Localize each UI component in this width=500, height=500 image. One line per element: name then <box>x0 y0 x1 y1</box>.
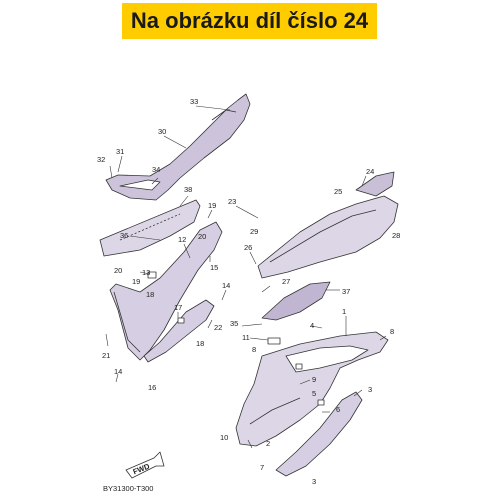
callout: 15 <box>210 263 218 272</box>
part-1-shape <box>235 331 389 447</box>
callout: 14 <box>222 281 230 290</box>
callout: 25 <box>334 187 342 196</box>
callout: 18 <box>196 339 204 348</box>
part-37-shape <box>261 281 331 321</box>
diagram-code: BY31300-T300 <box>103 484 154 493</box>
callout: 3 <box>312 477 316 486</box>
callout: 27 <box>282 277 290 286</box>
callout: 5 <box>312 389 316 398</box>
callout: 19 <box>208 201 216 210</box>
callout: 8 <box>390 327 394 336</box>
callout: 8 <box>252 345 256 354</box>
callout: 2 <box>266 439 270 448</box>
callout: 26 <box>244 243 252 252</box>
part-30-shape <box>105 93 251 201</box>
callout: 36 <box>120 231 128 240</box>
callout: 18 <box>146 290 154 299</box>
callout: 31 <box>116 147 124 156</box>
callout: 33 <box>190 97 198 106</box>
callout: 23 <box>228 197 236 206</box>
callout: 19 <box>132 277 140 286</box>
part-38-shape <box>99 199 201 257</box>
callout: 35 <box>230 319 238 328</box>
callout: 30 <box>158 127 166 136</box>
callout: 16 <box>148 383 156 392</box>
callout: 12 <box>178 235 186 244</box>
part-23-shape <box>257 171 399 279</box>
part-16-shape <box>143 299 215 363</box>
callout: 32 <box>97 155 105 164</box>
callout: 9 <box>312 375 316 384</box>
callout: 22 <box>214 323 222 332</box>
callout: 3 <box>368 385 372 394</box>
callout: 11 <box>242 333 250 342</box>
callout: 14 <box>114 367 122 376</box>
part-12-shape <box>109 221 223 361</box>
callout: 21 <box>102 351 110 360</box>
title-banner: Na obrázku díl číslo 24 <box>122 3 377 39</box>
part-3-shape <box>275 391 363 477</box>
page-title: Na obrázku díl číslo 24 <box>130 8 369 33</box>
callout: 28 <box>392 231 400 240</box>
callout: 20 <box>198 232 206 241</box>
fwd-arrow <box>125 451 165 479</box>
callout: 37 <box>342 287 350 296</box>
callout: 20 <box>114 266 122 275</box>
callout: 4 <box>310 321 314 330</box>
callout: 10 <box>220 433 228 442</box>
callout: 34 <box>152 165 160 174</box>
callout: 17 <box>174 303 182 312</box>
callout: 24 <box>366 167 374 176</box>
callout: 29 <box>250 227 258 236</box>
callout: 38 <box>184 185 192 194</box>
callout: 1 <box>342 307 346 316</box>
callout: 6 <box>336 405 340 414</box>
callout: 13 <box>142 268 150 277</box>
callout: 7 <box>260 463 264 472</box>
